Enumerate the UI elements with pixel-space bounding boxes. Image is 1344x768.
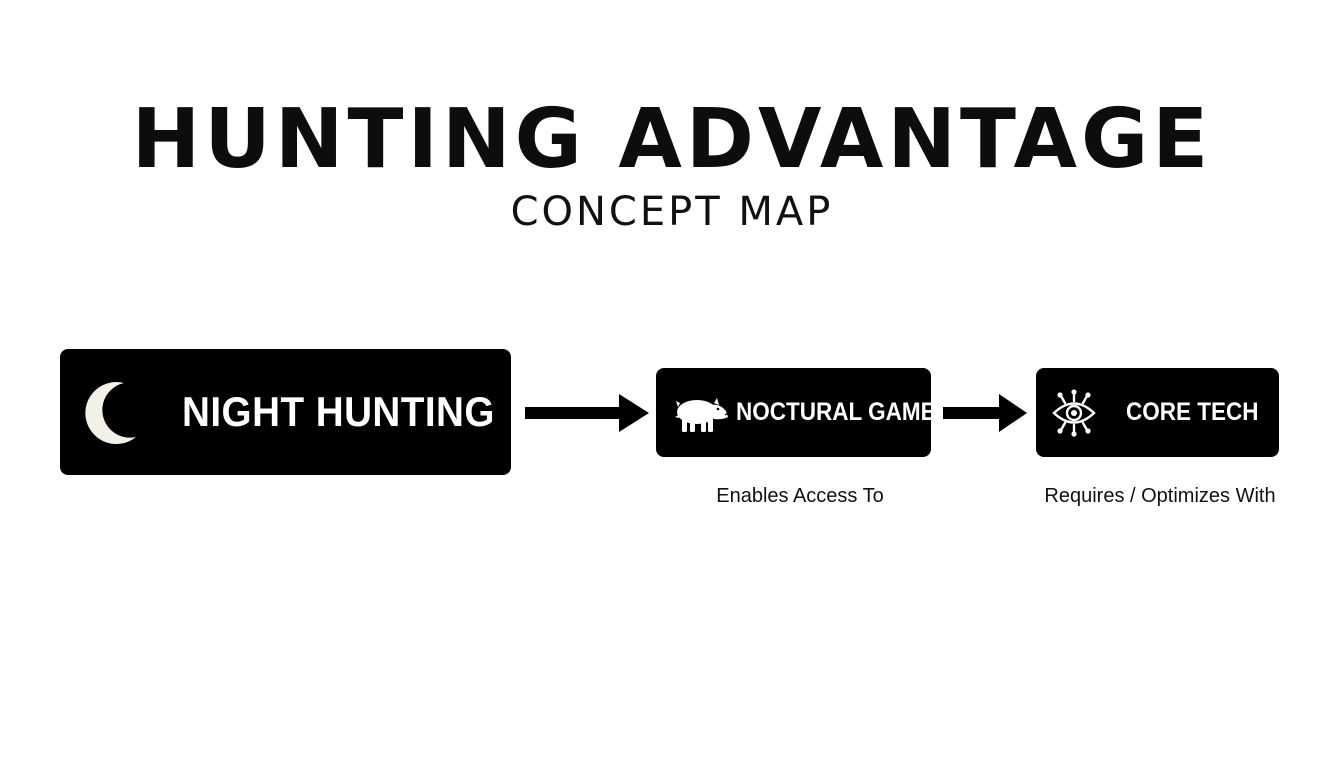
edge-label-enables-access: Enables Access To xyxy=(716,485,884,507)
node-label: NOCTURAL GAME xyxy=(736,398,936,426)
diagram-subtitle: CONCEPT MAP xyxy=(510,189,834,235)
edge-arrow-1 xyxy=(525,394,649,432)
node-night-hunting: NIGHT HUNTING xyxy=(60,349,511,475)
tech-eye-icon xyxy=(1050,388,1098,438)
node-noctural-game: NOCTURAL GAME xyxy=(656,368,936,457)
edge-arrow-2 xyxy=(943,394,1027,432)
edge-label-requires-optimizes: Requires / Optimizes With xyxy=(1044,485,1276,507)
node-label: NIGHT HUNTING xyxy=(182,388,495,435)
node-core-tech: CORE TECH xyxy=(1036,368,1279,457)
node-label: CORE TECH xyxy=(1126,398,1259,426)
boar-icon xyxy=(670,391,730,435)
crescent-moon-icon xyxy=(84,377,140,447)
diagram-title: HUNTING ADVANTAGE xyxy=(131,92,1213,187)
